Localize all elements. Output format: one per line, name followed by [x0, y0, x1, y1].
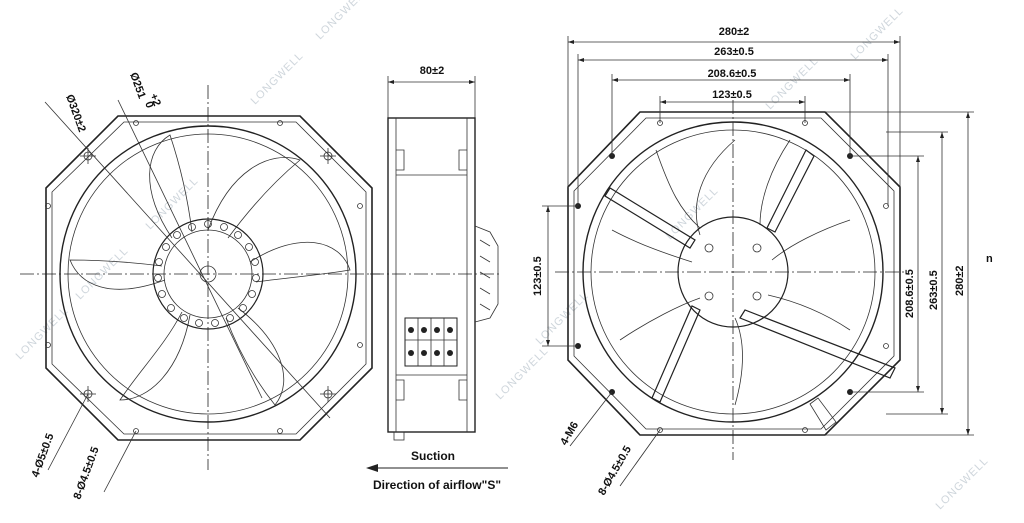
watermark: LONGWELL: [534, 290, 591, 347]
terminal-block: [404, 317, 458, 367]
holes-small-leader: [103, 430, 137, 493]
thread-holes-label: 4-M6: [558, 420, 581, 448]
width-123-label: 123±0.5: [712, 89, 752, 101]
front-view: Ø320±2 Ø251 +2 0 4-Ø5±0.5 8-Ø4.5±0.5: [20, 71, 380, 501]
depth-label: 80±2: [420, 65, 444, 77]
rear-blades: [611, 139, 851, 406]
watermark: LONGWELL: [849, 5, 906, 62]
side-housing: [387, 117, 476, 433]
airflow-label: Direction of airflow"S": [373, 478, 501, 492]
watermark: LONGWELL: [314, 0, 371, 42]
width-280-label: 280±2: [719, 26, 750, 38]
rear-holes-small-label: 8-Ø4.5±0.5: [596, 444, 634, 498]
height-208-label: 208.6±0.5: [904, 269, 916, 318]
rear-mount-holes: [575, 120, 889, 433]
front-frame: [45, 115, 373, 441]
rear-width-dims: 280±2 263±0.5 208.6±0.5 123±0.5: [567, 26, 901, 206]
airflow-arrowhead: [366, 464, 378, 472]
dia-251-tol-upper: +2: [147, 92, 163, 108]
dia251-leader: [117, 99, 263, 399]
dia320-leader: [44, 101, 331, 419]
rear-height-right-dims: 208.6±0.5 263±0.5 280±2 n: [825, 111, 993, 436]
height-263-label: 263±0.5: [928, 270, 940, 310]
dia-251-tol-lower: 0: [142, 100, 155, 110]
watermark: LONGWELL: [14, 305, 71, 362]
rear-height-left-dim: 123±0.5: [532, 205, 578, 347]
watermark: LONGWELL: [934, 455, 991, 512]
side-motor: [474, 225, 499, 323]
front-hub-holes: [154, 220, 260, 327]
dia-320-label: Ø320±2: [63, 93, 88, 134]
holes-large-label: 4-Ø5±0.5: [30, 432, 57, 479]
front-blades: [69, 134, 351, 406]
watermark: LONGWELL: [249, 50, 306, 107]
suction-label: Suction: [411, 449, 455, 463]
front-frame-inner: [51, 121, 367, 435]
watermark: LONGWELL: [74, 245, 131, 302]
edge-mark: n: [986, 253, 993, 265]
side-view: 80±2 Suction Direction of air: [366, 65, 508, 492]
rear-spokes: [604, 149, 896, 403]
width-263-label: 263±0.5: [714, 46, 754, 58]
watermark: LONGWELL: [764, 55, 821, 112]
watermark: LONGWELL: [494, 345, 551, 402]
rear-holes-small-leader: [619, 429, 661, 487]
dia-251-label: Ø251: [127, 71, 147, 100]
watermark: LONGWELL: [664, 185, 721, 242]
holes-small-label: 8-Ø4.5±0.5: [72, 445, 102, 501]
rear-view: 280±2 263±0.5 208.6±0.5 123±0.5 123±0.5: [532, 26, 993, 498]
height-123-label: 123±0.5: [532, 256, 544, 296]
thread-holes-leader: [569, 391, 613, 447]
cable-clip: [809, 397, 837, 431]
rear-hub-screws: [704, 243, 762, 301]
holes-large-leader: [47, 393, 89, 471]
height-280-label: 280±2: [954, 265, 966, 296]
width-208-label: 208.6±0.5: [708, 68, 757, 80]
rear-frame: [567, 111, 901, 436]
